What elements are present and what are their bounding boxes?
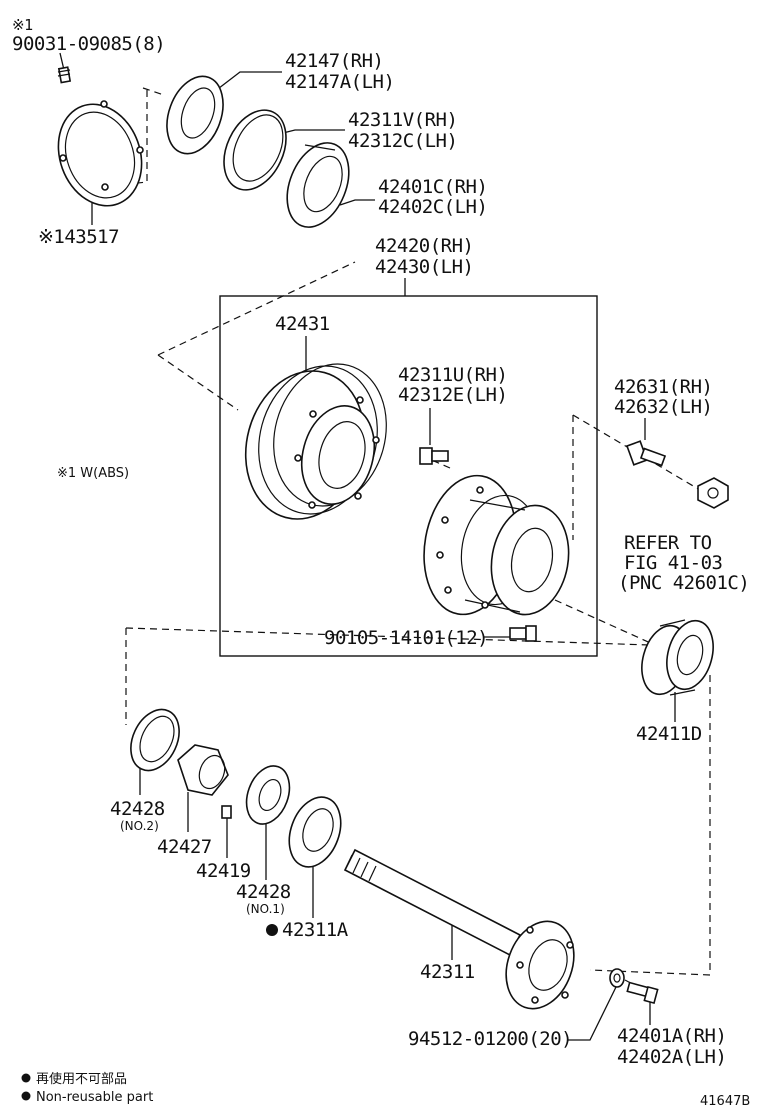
label-axle-bolt-rh[interactable]: 42401A(RH)	[617, 1025, 727, 1047]
label-gasket[interactable]: 94512-01200(20)	[408, 1028, 573, 1050]
label-bearing-race-lh[interactable]: 42312C(LH)	[348, 130, 458, 152]
screw-icon[interactable]	[221, 805, 232, 819]
axle-seal-icon[interactable]	[280, 790, 350, 874]
label-nut-42427[interactable]: 42427	[157, 836, 212, 858]
axle-shaft-icon[interactable]	[343, 848, 585, 1018]
oil-seal-icon[interactable]	[157, 69, 233, 162]
note-mark: ※1	[12, 16, 33, 34]
label-washer-no2-sub: (NO.2)	[120, 819, 159, 833]
legend-jp: 再使用不可部品	[36, 1071, 127, 1087]
hub-nut-icon[interactable]	[697, 477, 729, 509]
label-stud-lh[interactable]: 42632(LH)	[614, 396, 713, 418]
hub-assembly-box	[219, 295, 598, 657]
non-reusable-dot-icon	[266, 924, 278, 936]
axle-bearing-icon[interactable]	[635, 615, 721, 699]
label-axle-bolt-lh[interactable]: 42402A(LH)	[617, 1046, 727, 1068]
refer-line-1[interactable]: REFER TO	[624, 532, 712, 554]
flange-bolt-icon[interactable]	[509, 625, 537, 642]
label-washer-no1[interactable]: 42428	[236, 881, 291, 903]
washer-icon[interactable]	[239, 760, 297, 830]
label-bearing-42411d[interactable]: 42411D	[636, 723, 702, 745]
label-drum[interactable]: 42431	[275, 313, 330, 335]
label-bolt-90105[interactable]: 90105-14101(12)	[324, 627, 489, 649]
legend-dot-icon	[21, 1091, 31, 1101]
bolt-icon[interactable]	[57, 66, 72, 84]
wheel-stud-icon[interactable]	[625, 440, 667, 467]
label-stud-rh[interactable]: 42631(RH)	[614, 376, 713, 398]
abs-note: ※1 W(ABS)	[57, 466, 129, 481]
label-bearing-race-rh[interactable]: 42311V(RH)	[348, 109, 458, 131]
label-washer-no1-sub: (NO.1)	[246, 902, 285, 916]
lock-washer-icon[interactable]	[122, 702, 189, 779]
label-bearing-lh[interactable]: 42402C(LH)	[378, 196, 488, 218]
bearing-icon[interactable]	[276, 134, 361, 237]
label-hub-assy-lh[interactable]: 42430(LH)	[375, 256, 474, 278]
label-hub-bolt-rh[interactable]: 42311U(RH)	[398, 364, 508, 386]
label-axle-shaft[interactable]: 42311	[420, 961, 475, 983]
legend-en: Non-reusable part	[36, 1090, 153, 1105]
label-washer-no2[interactable]: 42428	[110, 798, 165, 820]
sensor-rotor-ring-icon[interactable]	[45, 92, 156, 217]
refer-line-2[interactable]: FIG 41-03	[624, 552, 723, 574]
bearing-race-icon[interactable]	[212, 100, 298, 200]
part-labels: ※1 90031-09085(8) 42147(RH) 42147A(LH) 4…	[12, 16, 750, 1068]
label-seal-rh[interactable]: 42147(RH)	[285, 50, 384, 72]
axle-bolt-icon[interactable]	[626, 981, 659, 1005]
legend: 再使用不可部品 Non-reusable part 41647B	[21, 1071, 750, 1109]
figure-id: 41647B	[700, 1094, 750, 1109]
brake-drum-icon[interactable]	[230, 351, 402, 532]
label-oil-seal[interactable]: 42311A	[282, 919, 349, 941]
label-hub-assy-rh[interactable]: 42420(RH)	[375, 235, 474, 257]
legend-dot-icon	[21, 1073, 31, 1083]
label-bolt-90031[interactable]: 90031-09085(8)	[12, 33, 166, 55]
lock-nut-icon[interactable]	[177, 744, 229, 796]
gasket-icon[interactable]	[609, 968, 625, 988]
axle-hub-icon[interactable]	[414, 468, 577, 622]
label-seal-lh[interactable]: 42147A(LH)	[285, 71, 395, 93]
refer-line-3[interactable]: (PNC 42601C)	[618, 572, 750, 594]
label-bearing-rh[interactable]: 42401C(RH)	[378, 176, 488, 198]
hub-bolt-icon[interactable]	[419, 447, 449, 465]
label-hub-bolt-lh[interactable]: 42312E(LH)	[398, 384, 508, 406]
label-sensor-rotor[interactable]: ※143517	[38, 226, 120, 248]
label-screw-42419[interactable]: 42419	[196, 860, 251, 882]
